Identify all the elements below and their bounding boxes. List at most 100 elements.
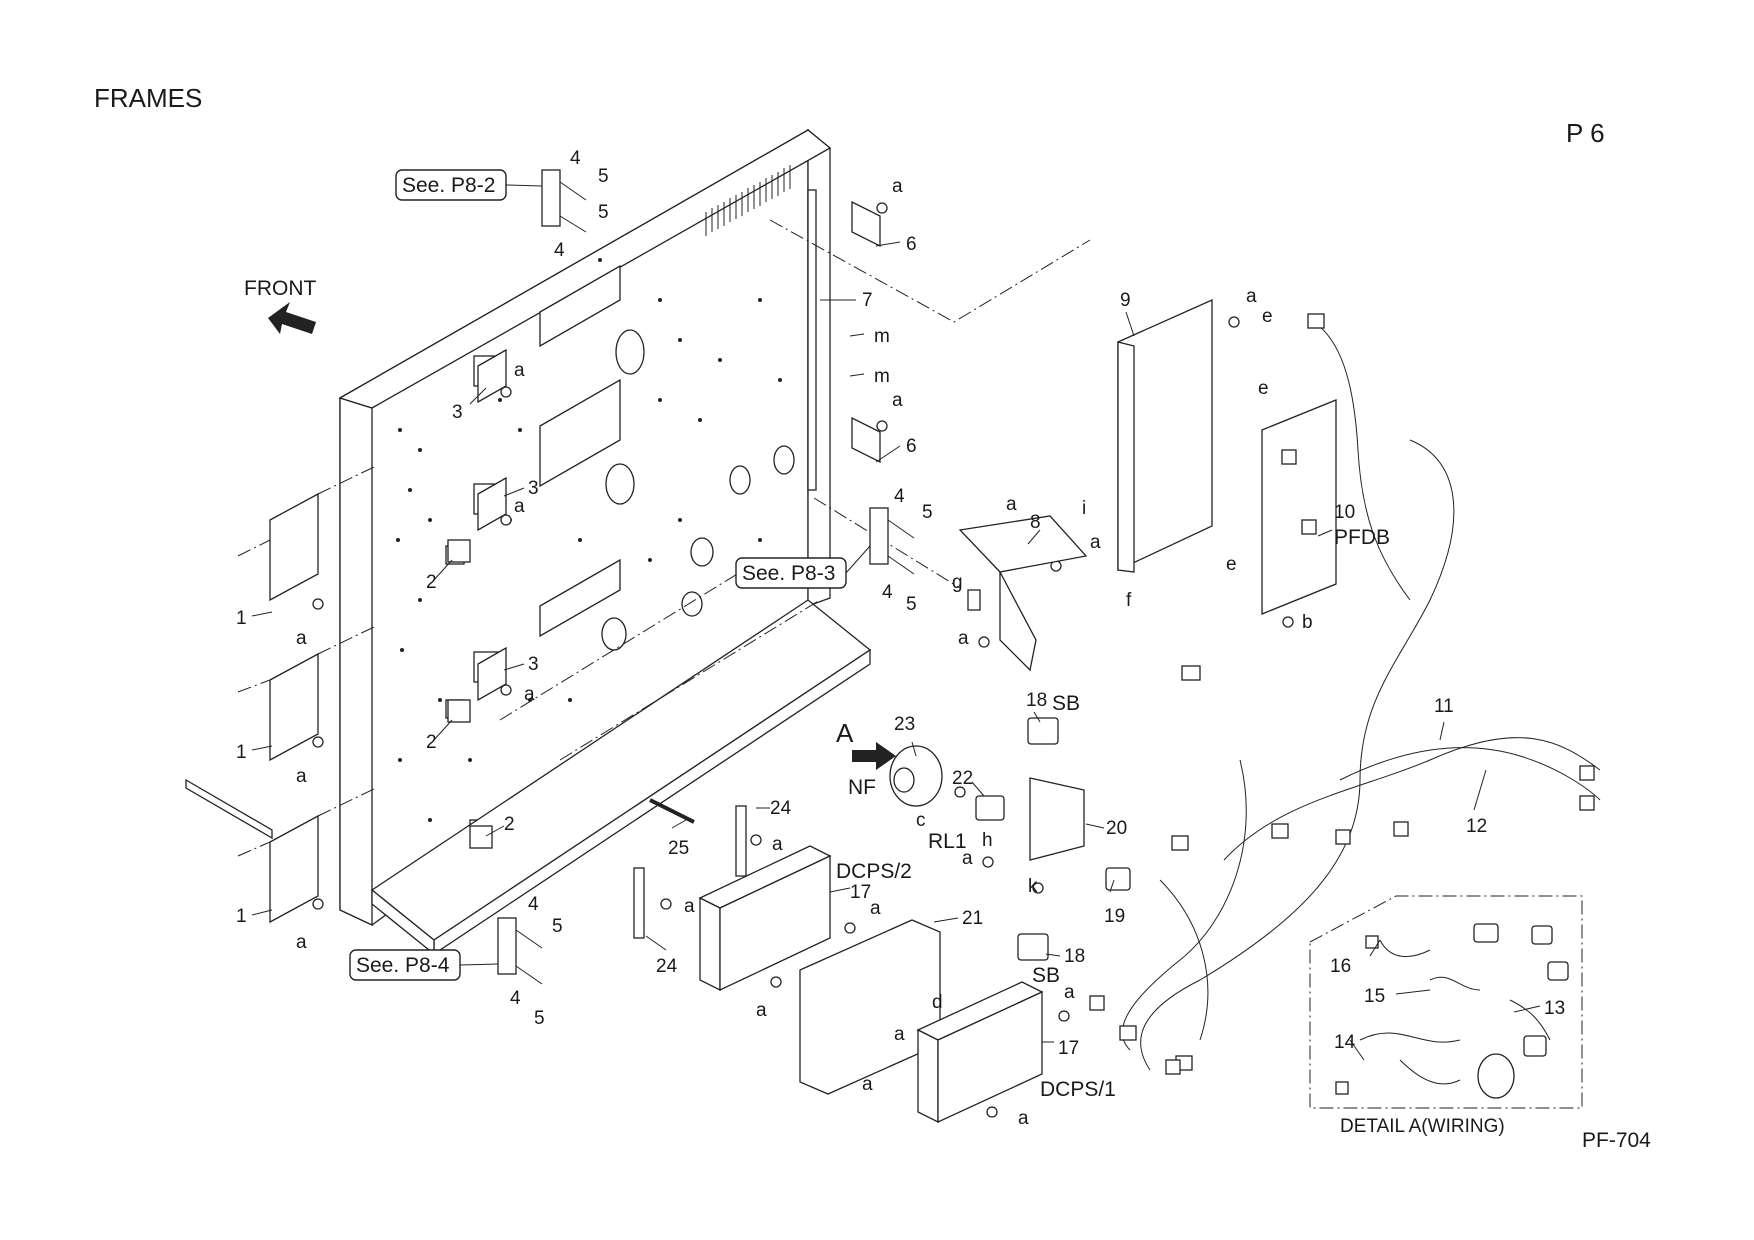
callout-2: 2 bbox=[426, 732, 437, 753]
detail-a-frame bbox=[1309, 895, 1583, 1109]
vent-slits bbox=[705, 165, 791, 236]
svg-text:a: a bbox=[870, 898, 881, 919]
callout-3: 3 bbox=[528, 654, 539, 675]
callout-21: 21 bbox=[962, 908, 983, 929]
svg-text:See. P8-3: See. P8-3 bbox=[742, 562, 835, 585]
callout-5: 5 bbox=[552, 916, 563, 937]
panel-hole bbox=[601, 617, 627, 651]
callout-5: 5 bbox=[598, 166, 609, 187]
component-names: PFDB SB SB NF RL1 DCPS/2 DCPS/1 bbox=[836, 526, 1390, 1101]
svg-text:a: a bbox=[862, 1074, 873, 1095]
front-label: FRONT bbox=[244, 277, 316, 300]
callout-16: 16 bbox=[1330, 956, 1351, 977]
inlet-19 bbox=[1105, 867, 1131, 891]
svg-text:e: e bbox=[1226, 554, 1237, 575]
callout-24: 24 bbox=[656, 956, 678, 977]
svg-text:k: k bbox=[1028, 876, 1038, 897]
relay-rl1 bbox=[975, 795, 1005, 821]
svg-text:a: a bbox=[962, 848, 973, 869]
bracket-24-lower bbox=[633, 867, 645, 939]
callout-20: 20 bbox=[1106, 818, 1127, 839]
callout-9: 9 bbox=[1120, 290, 1131, 311]
nf-label: NF bbox=[848, 776, 876, 799]
bracket-20 bbox=[1029, 777, 1085, 861]
svg-text:a: a bbox=[684, 896, 695, 917]
control-board-9 bbox=[1117, 298, 1213, 573]
callout-4: 4 bbox=[882, 582, 893, 603]
svg-text:a: a bbox=[1090, 532, 1101, 553]
panel-cutout bbox=[539, 264, 621, 348]
reference-box-p8-4: See. P8-4 bbox=[349, 949, 499, 981]
main-frame-panel bbox=[338, 128, 832, 927]
svg-text:a: a bbox=[892, 176, 903, 197]
rl1-label: RL1 bbox=[928, 830, 967, 853]
svg-text:a: a bbox=[892, 390, 903, 411]
callout-13: 13 bbox=[1544, 998, 1565, 1019]
callout-3: 3 bbox=[528, 478, 539, 499]
callout-19: 19 bbox=[1104, 906, 1125, 927]
noise-filter-nf bbox=[889, 745, 943, 807]
page-number: P 6 bbox=[1566, 118, 1605, 148]
shaft-25 bbox=[649, 798, 695, 824]
bracket-3 bbox=[477, 646, 507, 702]
callout-2: 2 bbox=[426, 572, 437, 593]
callout-2: 2 bbox=[504, 814, 515, 835]
hinge-bracket-top bbox=[541, 169, 587, 233]
panel-cutout bbox=[539, 558, 621, 638]
panel-hole bbox=[681, 591, 703, 617]
callout-22: 22 bbox=[952, 768, 973, 789]
svg-text:g: g bbox=[952, 572, 963, 593]
callout-12: 12 bbox=[1466, 816, 1487, 837]
pfdb-board bbox=[1261, 399, 1337, 615]
callout-6: 6 bbox=[906, 234, 917, 255]
page-title: FRAMES bbox=[94, 83, 202, 113]
callout-3: 3 bbox=[452, 402, 463, 423]
svg-text:See. P8-4: See. P8-4 bbox=[356, 954, 450, 977]
panel-hole bbox=[605, 463, 635, 505]
callout-5: 5 bbox=[922, 502, 933, 523]
callout-17: 17 bbox=[1058, 1038, 1079, 1059]
sb-label: SB bbox=[1052, 692, 1080, 715]
switch-sb-top bbox=[1027, 717, 1059, 745]
callout-4: 4 bbox=[554, 240, 565, 261]
svg-text:a: a bbox=[1018, 1108, 1029, 1129]
view-arrow-icon bbox=[852, 742, 896, 770]
callout-4: 4 bbox=[510, 988, 521, 1009]
mounting-plate-8 bbox=[958, 515, 1088, 672]
front-arrow-icon bbox=[268, 302, 316, 334]
callout-1: 1 bbox=[236, 608, 247, 629]
panel-hole bbox=[729, 465, 751, 495]
svg-text:a: a bbox=[772, 834, 783, 855]
bracket-24-upper bbox=[735, 805, 747, 877]
svg-text:a: a bbox=[296, 766, 307, 787]
svg-text:b: b bbox=[1302, 612, 1313, 633]
panel-hole bbox=[773, 445, 795, 475]
pfdb-label: PFDB bbox=[1334, 526, 1390, 549]
bracket-2 bbox=[469, 825, 493, 849]
svg-text:d: d bbox=[932, 992, 943, 1013]
callout-4: 4 bbox=[894, 486, 905, 507]
power-supply-dcps2 bbox=[698, 845, 832, 992]
callout-1: 1 bbox=[236, 906, 247, 927]
view-marker-a: A bbox=[836, 718, 854, 748]
assembly-line bbox=[769, 219, 1091, 323]
callout-4: 4 bbox=[528, 894, 539, 915]
bracket-3 bbox=[477, 476, 507, 532]
svg-text:e: e bbox=[1258, 378, 1269, 399]
dcps2-label: DCPS/2 bbox=[836, 860, 912, 883]
hinge-bracket-middle bbox=[869, 507, 915, 575]
fastener-letters: a a a a a a a a a a a a a a a a a a a a … bbox=[296, 176, 1313, 1129]
bracket-6-bottom bbox=[851, 416, 881, 464]
dcps1-label: DCPS/1 bbox=[1040, 1078, 1116, 1101]
callout-6: 6 bbox=[906, 436, 917, 457]
callout-1: 1 bbox=[236, 742, 247, 763]
sb-label: SB bbox=[1032, 964, 1060, 987]
svg-text:a: a bbox=[524, 684, 535, 705]
callout-15: 15 bbox=[1364, 986, 1385, 1007]
callout-5: 5 bbox=[906, 594, 917, 615]
callout-4: 4 bbox=[570, 148, 581, 169]
callout-8: 8 bbox=[1030, 512, 1041, 533]
panel-hole bbox=[615, 329, 645, 375]
svg-text:a: a bbox=[1006, 494, 1017, 515]
callout-10: 10 bbox=[1334, 502, 1355, 523]
